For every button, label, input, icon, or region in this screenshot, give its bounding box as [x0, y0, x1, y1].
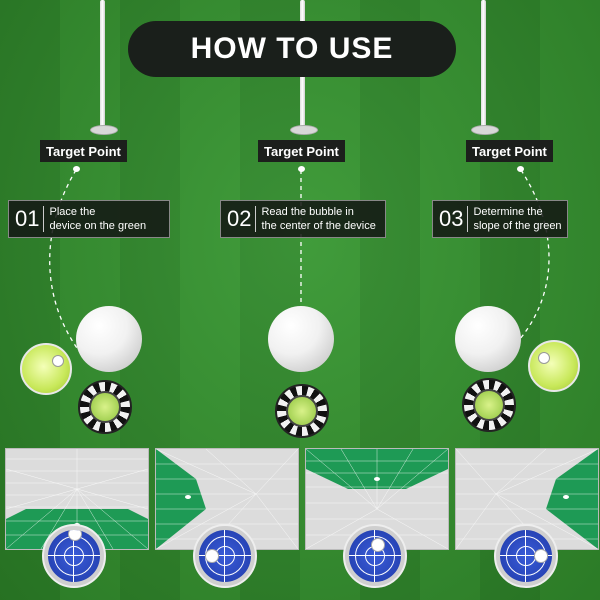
- step-1-text: Place the device on the green: [44, 205, 146, 233]
- level-gauge-1: [42, 524, 106, 588]
- step-2-line-2: the center of the device: [261, 220, 376, 232]
- step-3-line-1: Determine the: [473, 206, 543, 218]
- hole-cup-left: [90, 125, 118, 135]
- step-2-line-1: Read the bubble in: [261, 206, 354, 218]
- step-1: 01 Place the device on the green: [8, 200, 170, 238]
- step-2-number: 02: [221, 206, 257, 232]
- hole-cup-center: [290, 125, 318, 135]
- step-3-number: 03: [433, 206, 469, 232]
- level-gauge-4: [494, 524, 558, 588]
- level-gauge-3: [343, 524, 407, 588]
- golf-ball-1: [76, 306, 142, 372]
- target-point-label-2: Target Point: [258, 140, 345, 162]
- golf-ball-3: [455, 306, 521, 372]
- target-point-dot-3: [517, 166, 524, 172]
- hole-cup-right: [471, 125, 499, 135]
- step-2-text: Read the bubble in the center of the dev…: [256, 205, 375, 233]
- golf-ball-2: [268, 306, 334, 372]
- target-point-dot-1: [73, 166, 80, 172]
- flag-pole-left: [100, 0, 105, 128]
- target-point-dot-2: [298, 166, 305, 172]
- step-1-line-1: Place the: [49, 206, 96, 218]
- step-3-text: Determine the slope of the green: [468, 205, 561, 233]
- ball-marker-2: [275, 384, 329, 438]
- ball-marker-1: [78, 380, 132, 434]
- page-title: HOW TO USE: [128, 21, 456, 77]
- step-3-line-2: slope of the green: [473, 220, 562, 232]
- step-1-line-2: device on the green: [49, 220, 147, 232]
- bubble-zoom-left: [20, 343, 72, 395]
- step-1-number: 01: [9, 206, 45, 232]
- flag-pole-right: [481, 0, 486, 128]
- ball-marker-3: [462, 378, 516, 432]
- level-gauge-2: [193, 524, 257, 588]
- step-3: 03 Determine the slope of the green: [432, 200, 568, 238]
- target-point-label-3: Target Point: [466, 140, 553, 162]
- bubble-zoom-right: [528, 340, 580, 392]
- slope-panel-3: [305, 448, 449, 550]
- step-2: 02 Read the bubble in the center of the …: [220, 200, 386, 238]
- target-point-label-1: Target Point: [40, 140, 127, 162]
